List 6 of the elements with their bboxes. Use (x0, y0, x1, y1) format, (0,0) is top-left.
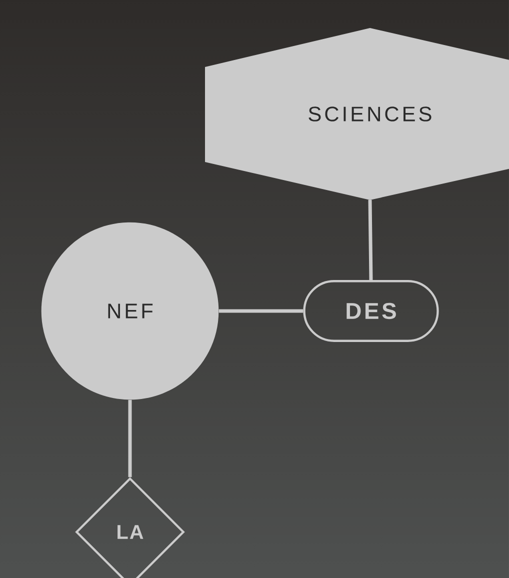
connector-line (218, 309, 304, 313)
hexagon-box: SCIENCES (205, 28, 509, 200)
connector-line (368, 200, 373, 280)
pill-box: DES (303, 280, 439, 342)
connector-line (128, 400, 132, 478)
circle-node: NEF (41, 222, 219, 400)
